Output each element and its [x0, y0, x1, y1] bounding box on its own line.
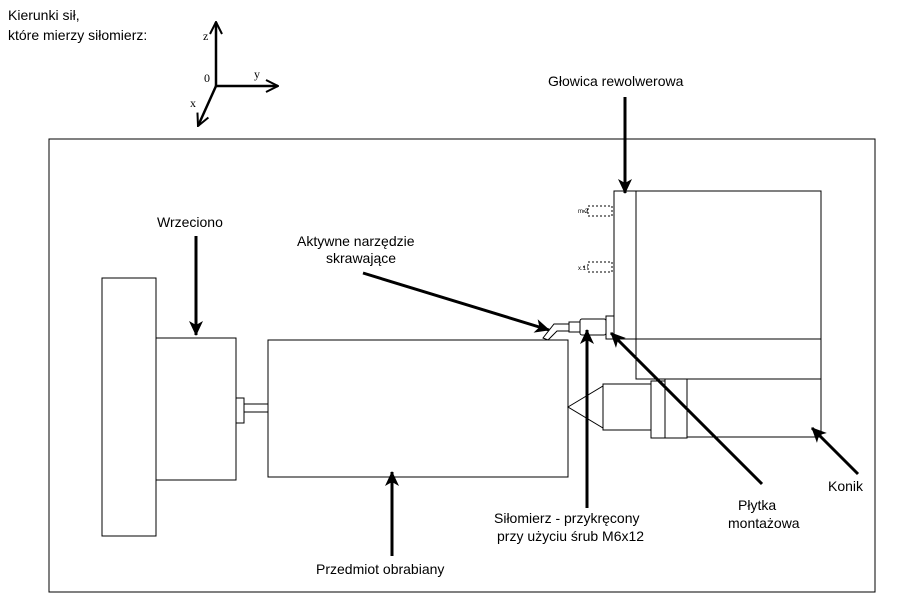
- turret-lower-block: [635, 338, 822, 380]
- label-spindle: Wrzeciono: [157, 214, 223, 230]
- arrow-tailstock: [810, 426, 860, 476]
- x-axis-label: x: [190, 96, 196, 110]
- y-axis-label: y: [254, 67, 260, 81]
- cutting-tool-insert: [542, 323, 570, 341]
- spindle-collar: [235, 397, 245, 424]
- label-plate-line-2: montażowa: [728, 515, 800, 531]
- tailstock-cone: [602, 383, 652, 431]
- label-tool-line-1: Aktywne narzędzie: [297, 233, 415, 249]
- origin-label: 0: [204, 71, 210, 85]
- label-workpiece: Przedmiot obrabiany: [316, 561, 444, 577]
- label-dynamometer-line-2: przy użyciu śrub M6x12: [497, 528, 644, 544]
- arrow-plate: [609, 331, 764, 486]
- tailstock-body: [686, 377, 822, 438]
- turret-mark-upper: m.2: [578, 209, 589, 215]
- z-axis-label: z: [203, 29, 208, 43]
- tailstock-quill: [650, 380, 666, 439]
- caption-line-2: które mierzy siłomierz:: [8, 27, 147, 43]
- label-tool-line-2: skrawające: [326, 250, 396, 266]
- label-plate-line-1: Płytka: [738, 497, 776, 513]
- arrow-tool: [362, 271, 550, 333]
- turret-face-plate: [613, 190, 637, 340]
- label-tailstock: Konik: [828, 478, 864, 494]
- dynamometer-body: [579, 318, 607, 336]
- coordinate-axes: [198, 22, 278, 126]
- chuck-plate: [101, 277, 157, 537]
- x-axis-line: [198, 85, 218, 126]
- spindle-housing: [155, 337, 237, 481]
- caption-line-1: Kierunki sił,: [8, 7, 80, 23]
- dynamometer-neck: [568, 321, 581, 333]
- machine-frame: [48, 138, 876, 593]
- turret-mark-lower: x.1: [578, 266, 587, 272]
- workpiece-body: [267, 339, 569, 478]
- label-dynamometer-line-1: Siłomierz - przykręcony: [494, 510, 639, 526]
- callout-arrows: [189, 97, 860, 556]
- turret-body: [635, 190, 822, 340]
- turret-tool-holder-lower: [583, 261, 613, 273]
- label-turret: Głowica rewolwerowa: [548, 73, 684, 89]
- turret-tool-holder-upper: [583, 205, 613, 217]
- tailstock-sleeve: [664, 377, 688, 439]
- spindle-shaft: [243, 403, 269, 413]
